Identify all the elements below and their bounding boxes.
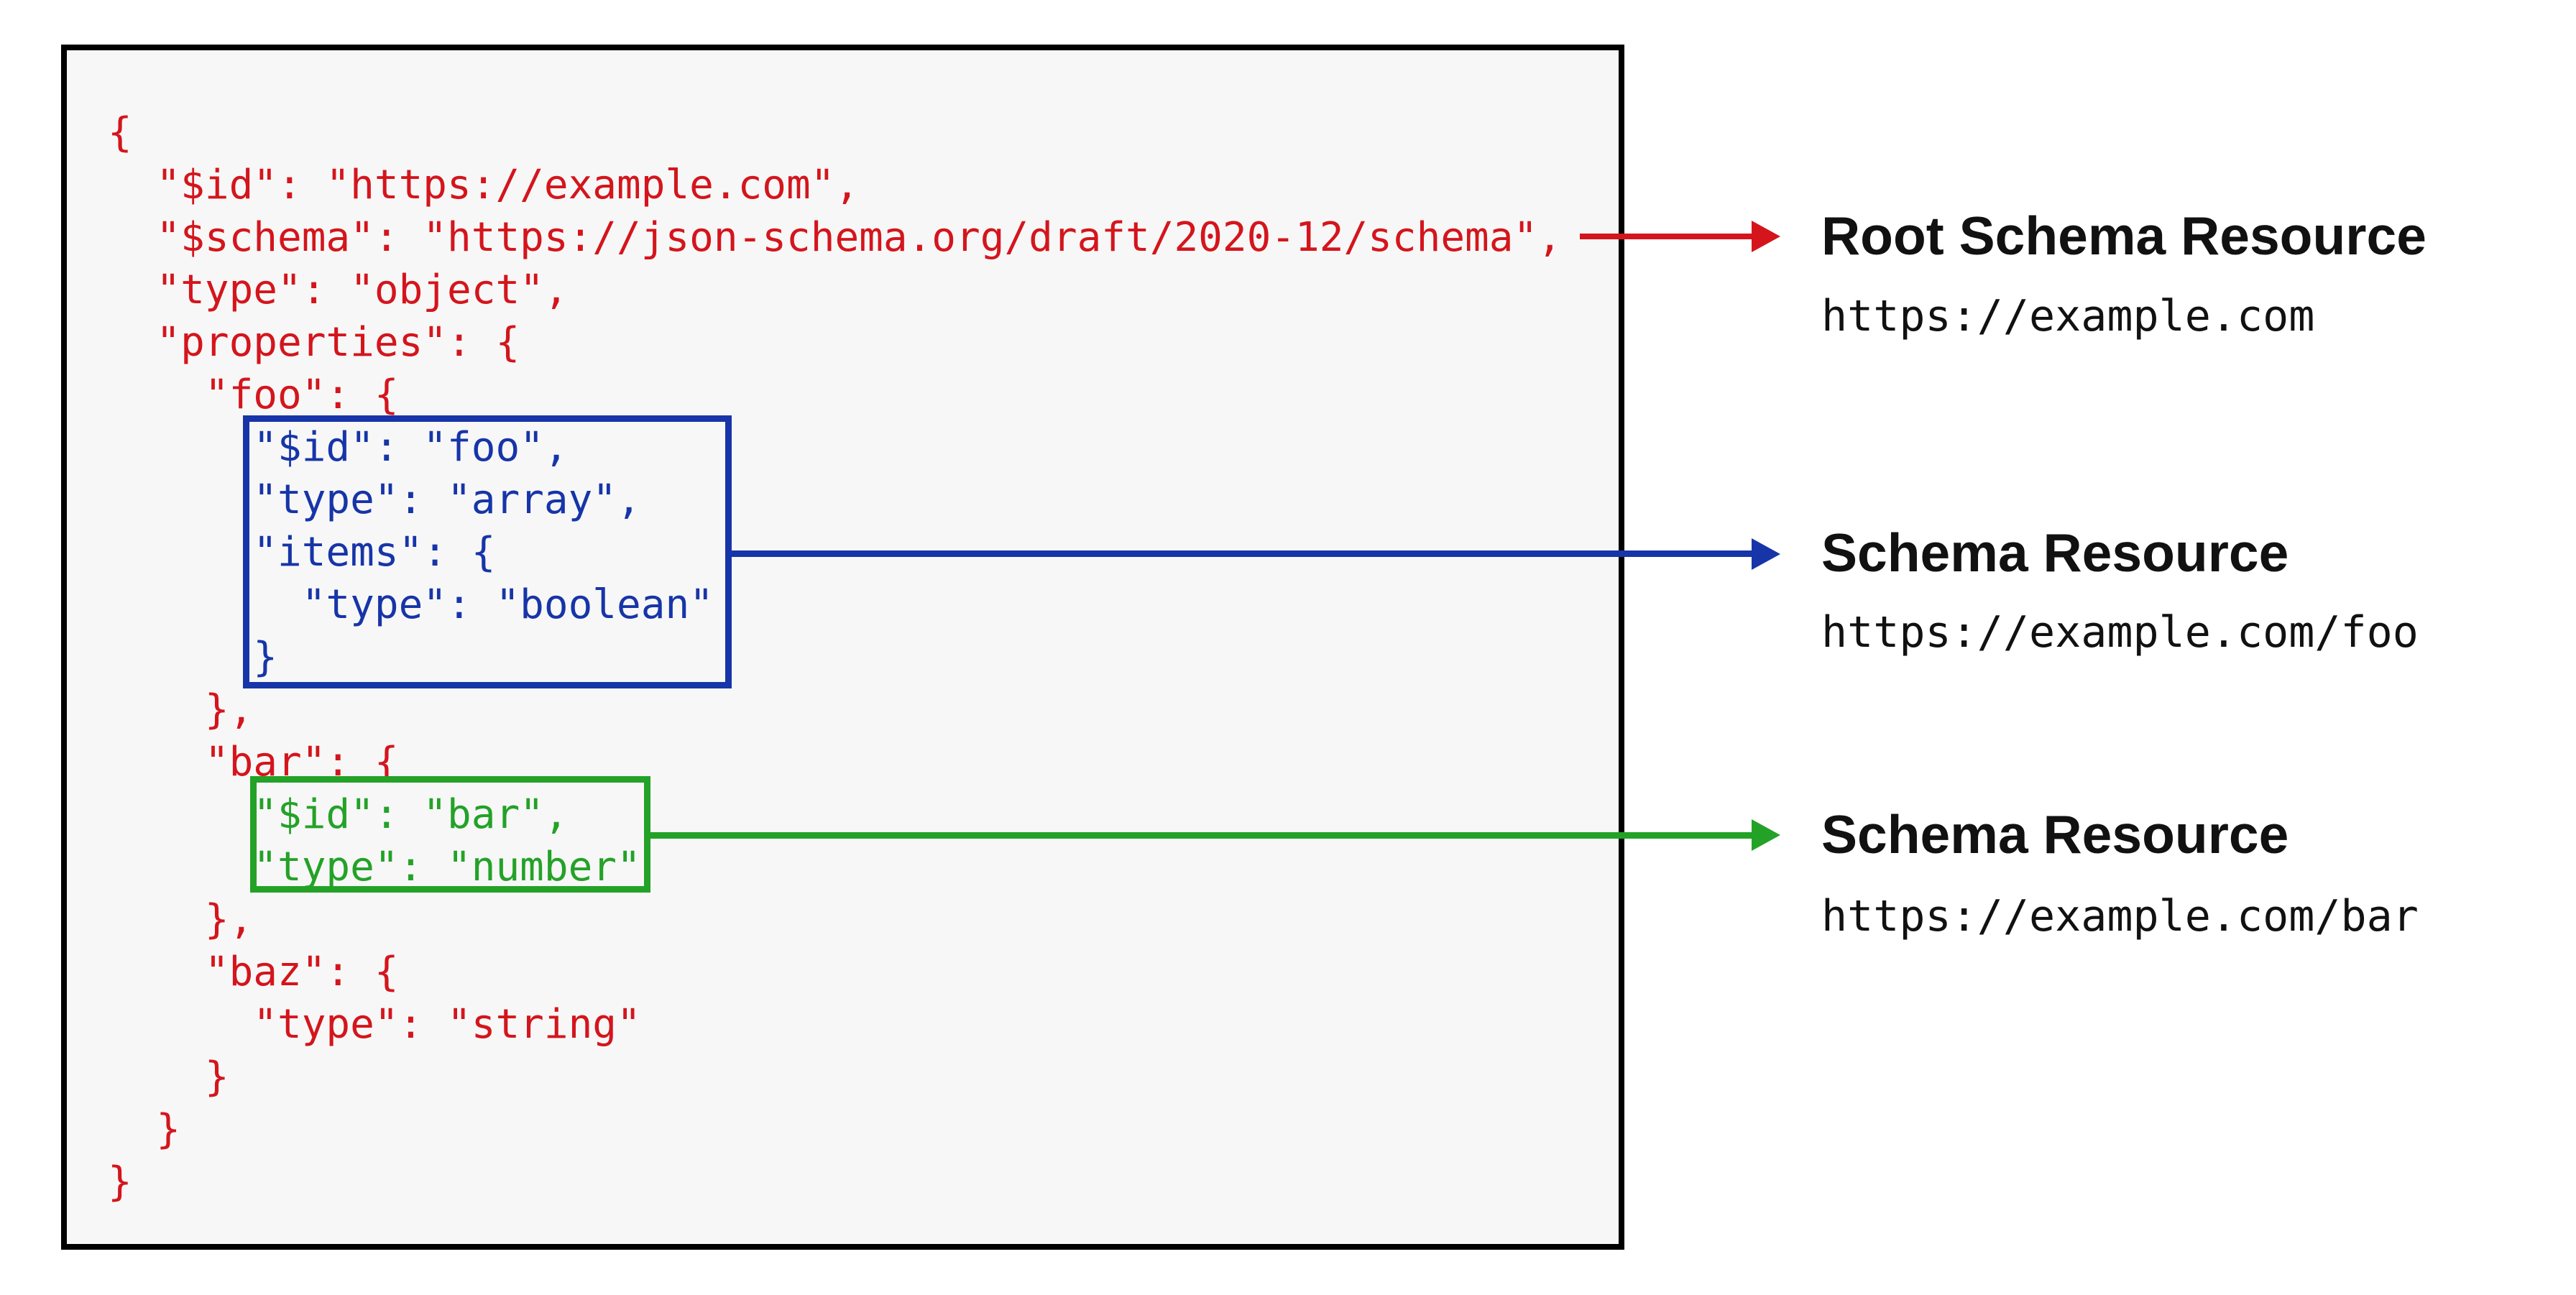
code-line: } [108,1106,181,1153]
schema-code-panel: { "$id": "https://example.com", "$schema… [61,45,1624,1250]
bar-schema-resource-url: https://example.com/bar [1821,891,2419,941]
foo-schema-resource-url: https://example.com/foo [1821,607,2419,658]
foo-schema-resource-title: Schema Resource [1821,522,2289,583]
code-line: "foo": { [108,372,399,418]
bar-schema-arrow-line [647,832,1752,839]
bar-schema-highlight-box [250,776,650,893]
code-line: }, [108,686,254,733]
bar-schema-resource-title: Schema Resource [1821,804,2289,865]
root-schema-resource-title: Root Schema Resource [1821,206,2426,266]
code-line: "type": "array", [108,476,641,523]
code-line: "$id": "foo", [108,424,569,471]
root-schema-resource-url: https://example.com [1821,291,2315,341]
code-line: "$schema": "https://json-schema.org/draf… [108,214,1562,261]
code-line: "$id": "bar", [108,791,569,838]
code-line: }, [108,896,254,943]
code-line: "type": "boolean" [108,581,714,628]
foo-schema-highlight-box [243,415,732,688]
json-schema-code: { "$id": "https://example.com", "$schema… [108,106,1562,1208]
code-line: "properties": { [108,319,520,366]
root-schema-arrow-line [1580,234,1752,239]
code-line: "items": { [108,529,496,576]
code-line: "$id": "https://example.com", [108,162,860,208]
code-line: } [108,634,278,681]
foo-schema-arrow-line [729,550,1752,557]
code-line: } [108,1158,132,1205]
foo-schema-arrowhead-icon [1752,538,1780,570]
code-line: "baz": { [108,949,399,995]
code-line: "type": "object", [108,267,569,313]
code-line: "type": "number" [108,844,641,890]
code-line: } [108,1054,229,1100]
bar-schema-arrowhead-icon [1752,819,1780,851]
code-line: { [108,109,132,156]
root-schema-arrowhead-icon [1752,221,1780,252]
code-line: "type": "string" [108,1001,641,1048]
